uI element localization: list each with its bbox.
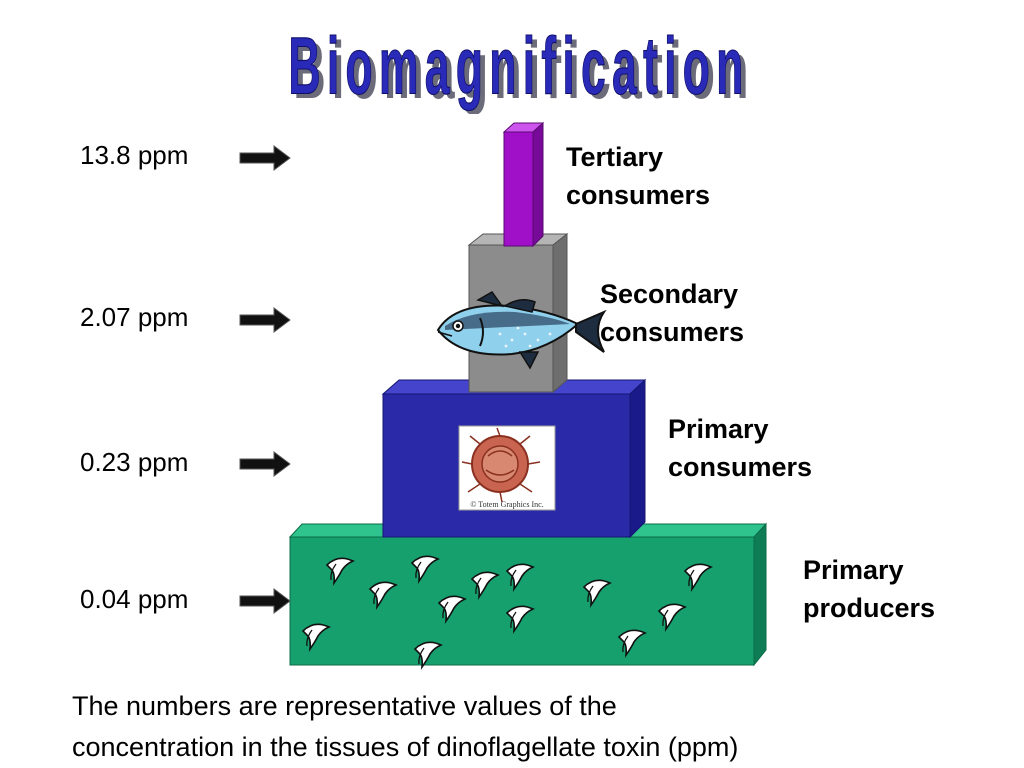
arrow-right-icon (239, 307, 291, 333)
dinoflagellate-icon (657, 603, 687, 632)
producers-block (288, 522, 768, 667)
label-primary-producers: Primary producers (803, 555, 936, 623)
dinoflagellate-icon (617, 629, 647, 658)
image-credit: © Totem Graphics Inc. (470, 500, 543, 509)
dinoflagellate-icon (470, 571, 500, 600)
dinoflagellate-icon (437, 595, 467, 624)
dinoflagellate-icon (505, 605, 535, 634)
arrow-right-icon (239, 451, 291, 477)
ppm-tertiary: 13.8 ppm (80, 140, 189, 170)
dinoflagellate-icon (582, 579, 612, 608)
title-text: Biomagnification (288, 21, 749, 111)
fish-icon (436, 291, 607, 370)
dinoflagellate-icon (301, 623, 331, 652)
dinoflagellate-icon (368, 581, 398, 610)
arrow-right-icon (239, 588, 291, 614)
dinoflagellate-icon (410, 555, 440, 584)
ppm-secondary: 2.07 ppm (80, 302, 189, 332)
dinoflagellate-icons (301, 555, 713, 670)
arrow-right-icon (239, 145, 291, 171)
zooplankton-icon: © Totem Graphics Inc. (458, 425, 556, 511)
page-title: Biomagnification Biomagnification (288, 20, 754, 114)
dinoflagellate-icon (505, 563, 535, 592)
dinoflagellate-icon (683, 563, 713, 592)
dinoflagellate-icon (413, 641, 443, 670)
title-shadow: Biomagnification (293, 25, 754, 114)
ppm-primary-consumers: 0.23 ppm (80, 447, 189, 477)
tertiary-consumers-bar (502, 121, 545, 248)
label-tertiary-consumers: Tertiary consumers (566, 142, 711, 210)
ppm-producers: 0.04 ppm (80, 584, 189, 614)
dinoflagellate-icon (325, 557, 355, 586)
label-primary-consumers: Primary consumers (668, 414, 813, 482)
label-secondary-consumers: Secondary consumers (600, 279, 745, 347)
caption: The numbers are representative values of… (72, 691, 739, 762)
